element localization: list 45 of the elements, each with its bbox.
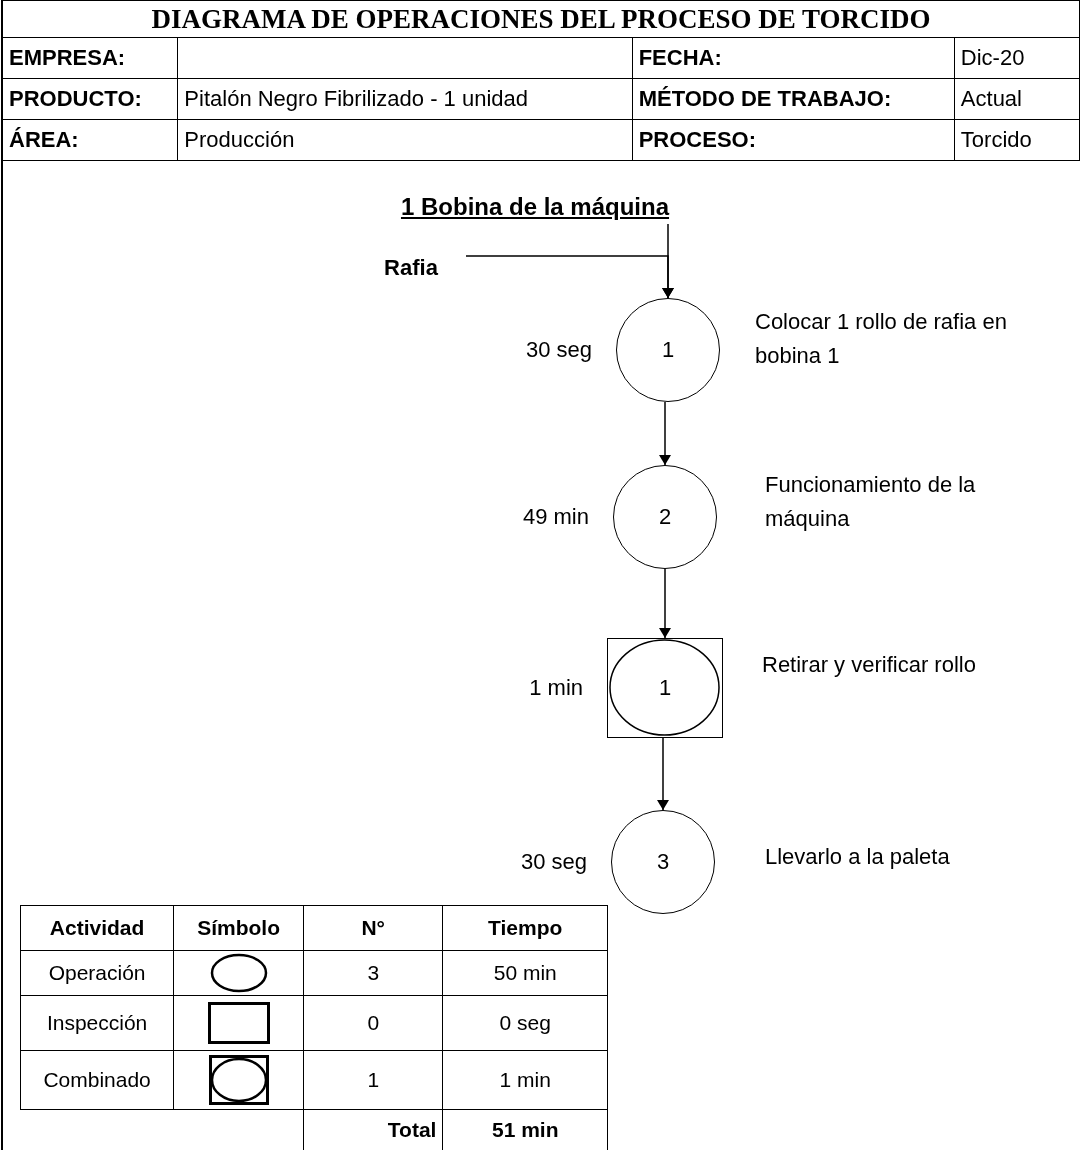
total-cell: Total <box>303 1109 443 1150</box>
step-description: Funcionamiento de la máquina <box>765 471 977 533</box>
field-label: FECHA: <box>632 37 955 79</box>
table-cell: 0 seg <box>442 995 608 1051</box>
table-cell: Inspección <box>20 995 174 1051</box>
step-number: 1 <box>658 675 672 701</box>
field-value: Dic-20 <box>954 37 1080 79</box>
field-value: Producción <box>177 119 633 161</box>
step-description: Colocar 1 rollo de rafia en bobina 1 <box>755 308 1008 370</box>
column-header: N° <box>303 905 443 951</box>
column-header: Símbolo <box>173 905 304 951</box>
field-value: Actual <box>954 78 1080 120</box>
duration-label: 49 min <box>522 504 589 530</box>
input-heading: 1 Bobina de la máquina <box>385 190 685 224</box>
table-cell: 50 min <box>442 950 608 996</box>
field-value: Torcido <box>954 119 1080 161</box>
step-description: Llevarlo a la paleta <box>765 843 951 871</box>
step-number: 2 <box>658 504 672 530</box>
column-header: Tiempo <box>442 905 608 951</box>
duration-label: 30 seg <box>525 337 592 363</box>
diagram-title: DIAGRAMA DE OPERACIONES DEL PROCESO DE TORCIDO <box>2 0 1080 38</box>
table-cell: 0 <box>303 995 443 1051</box>
table-cell: 3 <box>303 950 443 996</box>
arrow <box>465 255 674 299</box>
table-cell: Operación <box>20 950 174 996</box>
step-number: 1 <box>661 337 675 363</box>
field-label: PROCESO: <box>632 119 955 161</box>
field-label: MÉTODO DE TRABAJO: <box>632 78 955 120</box>
input-label: Rafia <box>378 252 444 284</box>
field-label: PRODUCTO: <box>2 78 178 120</box>
arrow <box>659 401 671 466</box>
table-cell: 1 min <box>442 1050 608 1110</box>
step-number: 3 <box>656 849 670 875</box>
field-value: Pitalón Negro Fibrilizado - 1 unidad <box>177 78 633 120</box>
duration-label: 30 seg <box>520 849 587 875</box>
combined-operation-symbol <box>607 638 723 738</box>
arrow <box>657 737 669 811</box>
step-description: Retirar y verificar rollo <box>762 651 977 679</box>
field-label: EMPRESA: <box>2 37 178 79</box>
duration-label: 1 min <box>529 675 583 701</box>
table-cell: 1 <box>303 1050 443 1110</box>
table-cell: Combinado <box>20 1050 174 1110</box>
column-header: Actividad <box>20 905 174 951</box>
arrow <box>659 568 671 639</box>
field-label: ÁREA: <box>2 119 178 161</box>
